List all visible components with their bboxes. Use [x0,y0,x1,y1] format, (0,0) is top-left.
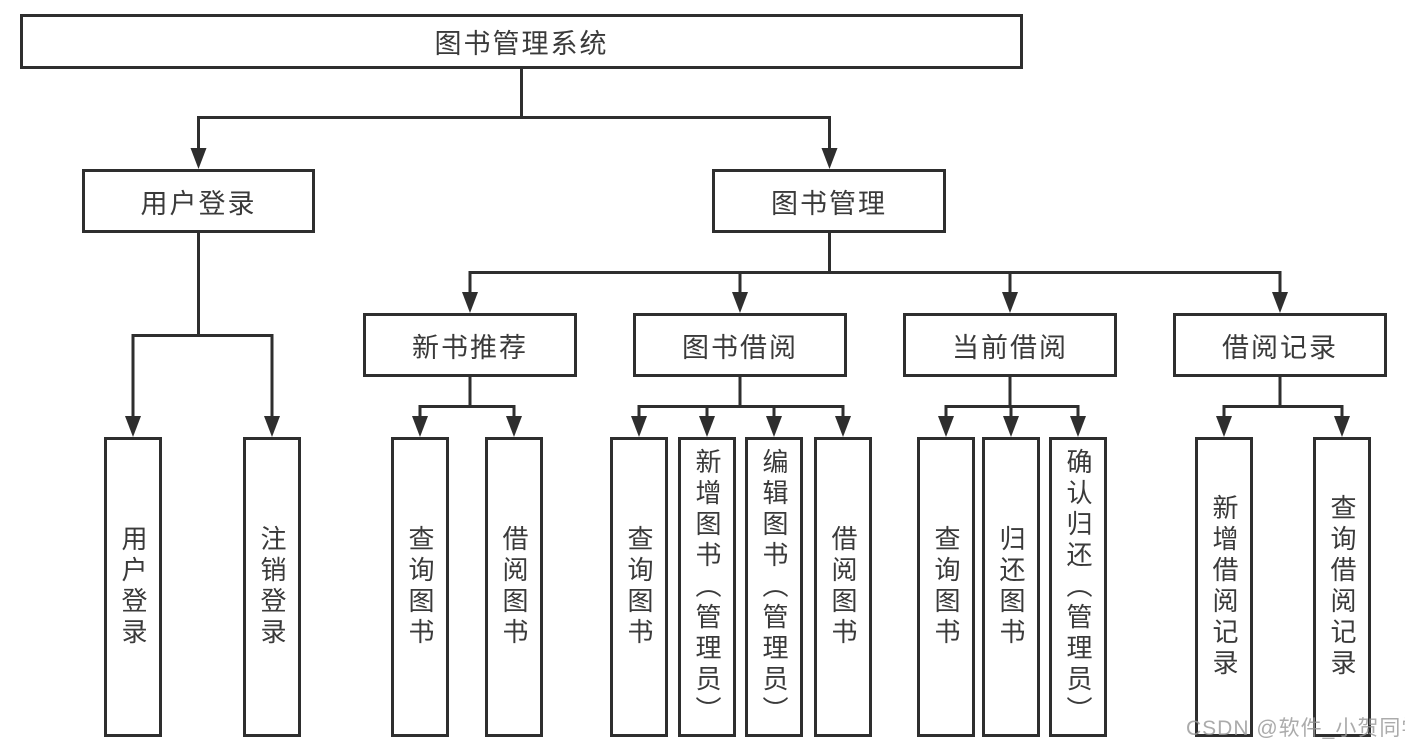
leaf-bb-add-books-admin: 新增图书（管理员） [678,437,736,737]
edge-user-login-rail [131,334,274,420]
node-label: 查询图书 [931,525,961,649]
node-label: 借阅记录 [1222,332,1338,363]
arrowhead [1070,416,1086,437]
edge-borrow-record-rail [1222,405,1344,420]
node-label: 新书推荐 [412,332,528,363]
node-label: 编辑图书（管理员） [759,447,789,727]
node-label: 注销登录 [257,525,287,649]
node-new-book-recommendation: 新书推荐 [363,313,577,377]
node-label: 图书借阅 [682,332,798,363]
leaf-cb-return-books: 归还图书 [982,437,1040,737]
edge-book-borrow-rail [637,405,845,420]
arrowhead [125,416,141,437]
arrowhead [1216,416,1232,437]
leaf-user-login: 用户登录 [104,437,162,737]
leaf-br-add-borrow-record: 新增借阅记录 [1195,437,1253,737]
leaf-cb-confirm-return-admin: 确认归还（管理员） [1049,437,1107,737]
arrowhead [264,416,280,437]
node-label: 借阅图书 [828,525,858,649]
arrowhead [190,148,207,169]
leaf-bb-edit-books-admin: 编辑图书（管理员） [745,437,803,737]
node-label: 查询借阅记录 [1327,494,1357,680]
node-label: 确认归还（管理员） [1063,447,1093,727]
edge-book-mgmt-rail [468,271,1282,296]
arrowhead [412,416,428,437]
arrowhead [1002,292,1018,313]
leaf-logout: 注销登录 [243,437,301,737]
node-label: 归还图书 [996,525,1026,649]
watermark: CSDN @软件_小贺同学 [1186,717,1405,740]
node-label: 新增借阅记录 [1209,494,1239,680]
node-current-borrowing: 当前借阅 [903,313,1117,377]
leaf-br-query-borrow-record: 查询借阅记录 [1313,437,1371,737]
edge-arrowheads [125,148,1350,437]
arrowhead [821,148,838,169]
node-label: 查询图书 [624,525,654,649]
edge-new-book-rec-rail [418,405,516,420]
arrowhead [506,416,522,437]
leaf-nr-borrow-books: 借阅图书 [485,437,543,737]
arrowhead [462,292,478,313]
arrowhead [732,292,748,313]
node-label: 用户登录 [140,188,257,219]
node-borrowing-records: 借阅记录 [1173,313,1387,377]
arrowhead [835,416,851,437]
node-label: 查询图书 [405,525,435,649]
edge-level1-rail [197,116,831,151]
arrowhead [766,416,782,437]
node-label: 借阅图书 [499,525,529,649]
leaf-bb-borrow-books: 借阅图书 [814,437,872,737]
node-label: 图书管理 [771,188,887,219]
leaf-bb-query-books: 查询图书 [610,437,668,737]
node-user-login: 用户登录 [82,169,315,233]
arrowhead [699,416,715,437]
arrowhead [1003,416,1019,437]
arrowhead [938,416,954,437]
leaf-cb-query-books: 查询图书 [917,437,975,737]
node-book-borrowing: 图书借阅 [633,313,847,377]
leaf-nr-query-books: 查询图书 [391,437,449,737]
node-label: 新增图书（管理员） [692,447,722,727]
node-label: 用户登录 [118,525,148,649]
node-label: 当前借阅 [952,332,1068,363]
node-library-management-system: 图书管理系统 [20,14,1023,69]
arrowhead [1334,416,1350,437]
arrowhead [1272,292,1288,313]
node-label: 图书管理系统 [434,29,609,59]
node-book-management: 图书管理 [712,169,946,233]
arrowhead [631,416,647,437]
